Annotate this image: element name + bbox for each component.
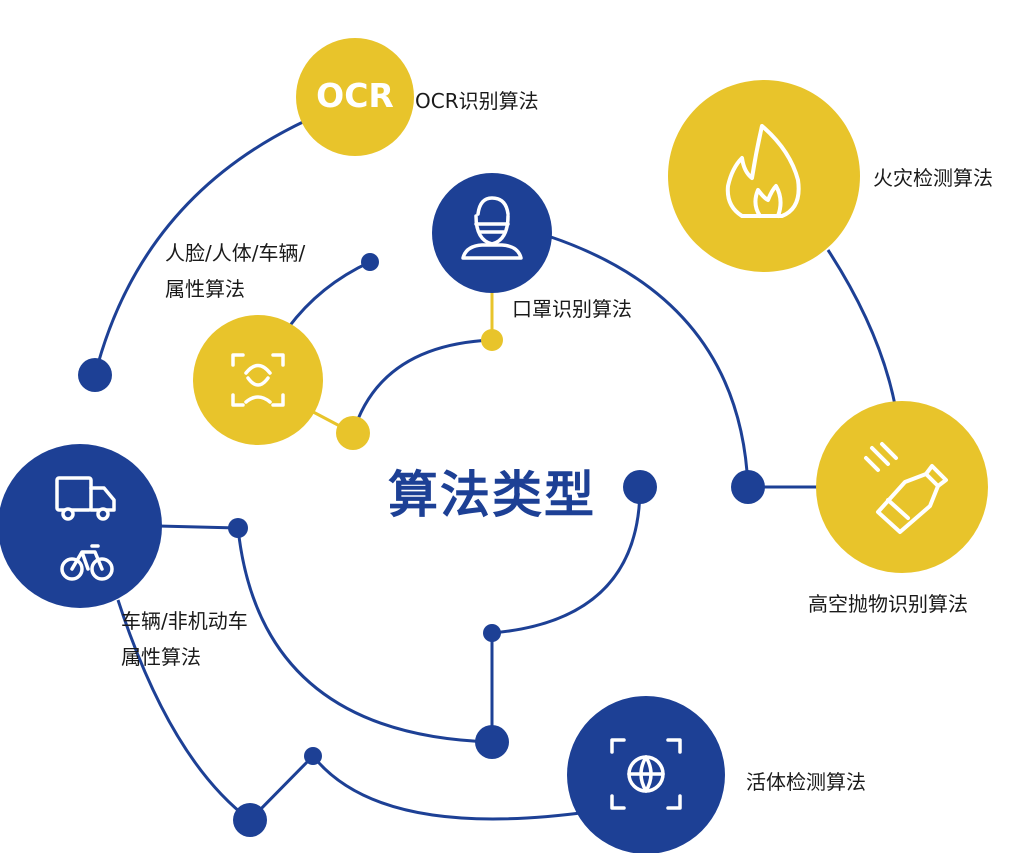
- dot-vehicle: [228, 518, 248, 538]
- node-face: [193, 315, 323, 445]
- dot-mid: [483, 624, 501, 642]
- connector-vehicle-lower: [116, 599, 251, 822]
- label-fire: 火灾检测算法: [873, 166, 993, 190]
- person-mask-icon: [461, 196, 523, 260]
- node-vehicle: [0, 444, 162, 608]
- node-ocr: [296, 38, 414, 156]
- label-throw: 高空抛物识别算法: [808, 592, 968, 616]
- node-fire: [668, 80, 860, 272]
- dot-zigzag-top: [304, 747, 322, 765]
- dot-throw: [731, 470, 765, 504]
- falling-bottle-icon: [864, 442, 948, 534]
- connector-arc-left: [236, 527, 493, 744]
- label-mask: 口罩识别算法: [512, 297, 632, 321]
- dot-zigzag-bottom: [233, 803, 267, 837]
- label-face-line1: 人脸/人体/车辆/: [165, 241, 306, 265]
- dot-ocr-end: [78, 358, 112, 392]
- connector-fire: [826, 249, 897, 406]
- connector-face-center: [351, 338, 493, 434]
- connector-arc-right: [491, 486, 642, 635]
- label-liveness: 活体检测算法: [746, 770, 866, 794]
- center-title: 算法类型: [388, 466, 596, 524]
- face-scan-icon: [231, 353, 285, 407]
- dot-bottom: [475, 725, 509, 759]
- ocr-text-icon: OCR: [316, 76, 394, 115]
- dot-center-right: [623, 470, 657, 504]
- truck-bicycle-icon: [55, 476, 116, 581]
- connector-mask: [547, 234, 750, 488]
- connector-liveness: [311, 755, 589, 821]
- label-vehicle-line1: 车辆/非机动车: [121, 609, 248, 633]
- label-vehicle-line2: 属性算法: [121, 645, 201, 669]
- dot-face-top: [361, 253, 379, 271]
- flame-icon: [725, 124, 801, 218]
- connector-vehicle-upper: [157, 524, 239, 530]
- dot-mask-yellow: [481, 329, 503, 351]
- connector-ocr: [93, 120, 304, 376]
- label-ocr: OCR识别算法: [415, 89, 539, 113]
- globe-scan-icon: [610, 738, 682, 810]
- connector-face-top: [286, 260, 371, 329]
- dot-face-yellow: [336, 416, 370, 450]
- label-face-line2: 属性算法: [165, 277, 245, 301]
